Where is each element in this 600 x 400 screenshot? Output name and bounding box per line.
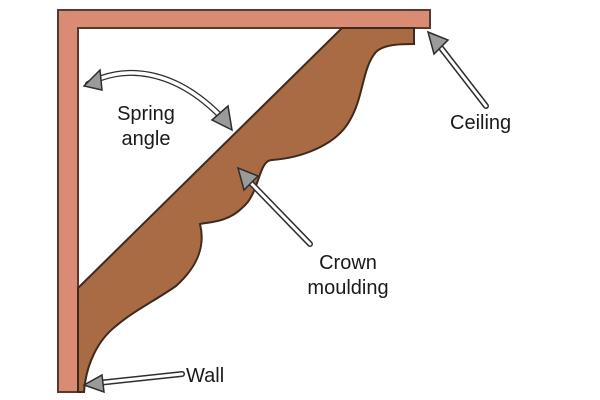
crown-moulding-label-line-1: Crown <box>319 252 377 274</box>
wall-ceiling-frame <box>57 9 431 393</box>
spring-angle-arrowhead-left <box>82 68 103 91</box>
wall-label: Wall <box>186 365 225 387</box>
ceiling-arrowhead <box>426 30 450 56</box>
spring-angle-arrowhead-right <box>210 104 233 132</box>
crown-arrowhead <box>236 166 260 192</box>
spring-angle-label-line-1: Spring <box>117 103 175 125</box>
spring-angle-label: Spring angle <box>104 102 188 152</box>
ceiling-label: Ceiling <box>450 112 512 134</box>
crown-moulding-label: Crown moulding <box>296 251 400 301</box>
spring-angle-label-line-2: angle <box>121 128 171 150</box>
crown-moulding-shape <box>77 27 415 393</box>
wall-arrowhead <box>82 373 105 394</box>
crown-moulding-label-line-2: moulding <box>307 277 389 299</box>
